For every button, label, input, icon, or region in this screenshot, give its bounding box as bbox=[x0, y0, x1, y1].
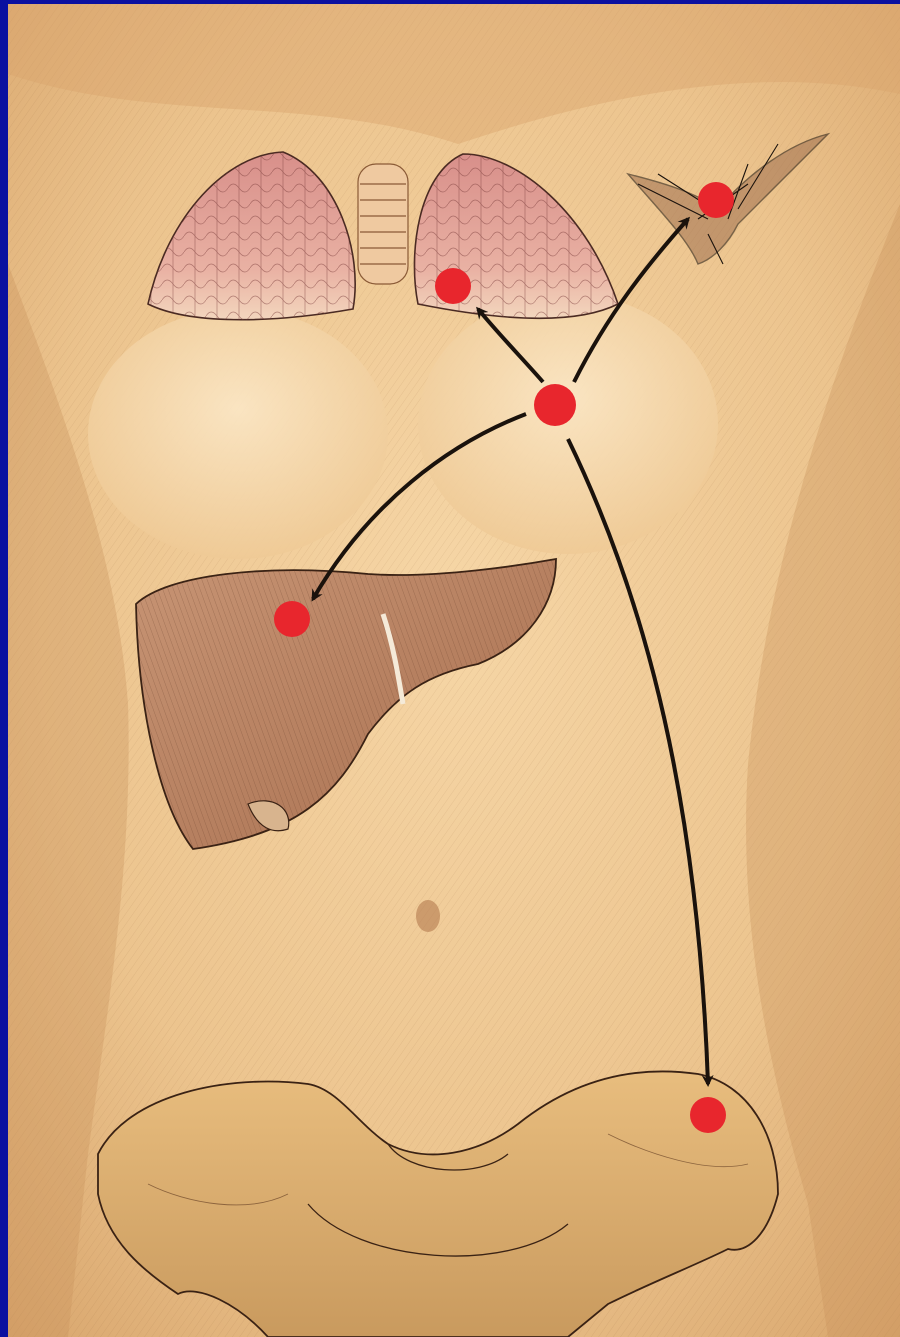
trachea bbox=[358, 164, 408, 284]
lung-metastasis-dot bbox=[435, 268, 471, 304]
bone-metastasis-dot bbox=[690, 1097, 726, 1133]
metastasis-illustration bbox=[8, 4, 900, 1337]
left-breast bbox=[418, 294, 718, 554]
right-breast bbox=[88, 309, 388, 559]
liver-metastasis-dot bbox=[274, 601, 310, 637]
axillary-node-dot bbox=[698, 182, 734, 218]
primary-tumor-dot bbox=[534, 384, 576, 426]
navel bbox=[416, 900, 440, 932]
